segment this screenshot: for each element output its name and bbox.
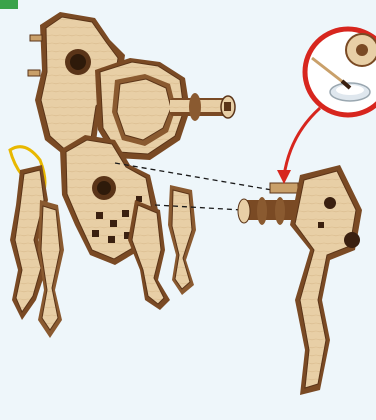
guide-line-lower <box>155 205 242 210</box>
side-peg <box>28 70 40 76</box>
corner-tab <box>0 0 18 9</box>
gear-piece-icon <box>346 34 376 66</box>
pointer-arrowhead <box>277 170 291 184</box>
glue-callout <box>305 29 376 115</box>
pointer-arrow <box>284 108 320 176</box>
left-leg <box>10 165 64 338</box>
top-peg <box>30 35 42 41</box>
middle-leg <box>128 185 196 310</box>
